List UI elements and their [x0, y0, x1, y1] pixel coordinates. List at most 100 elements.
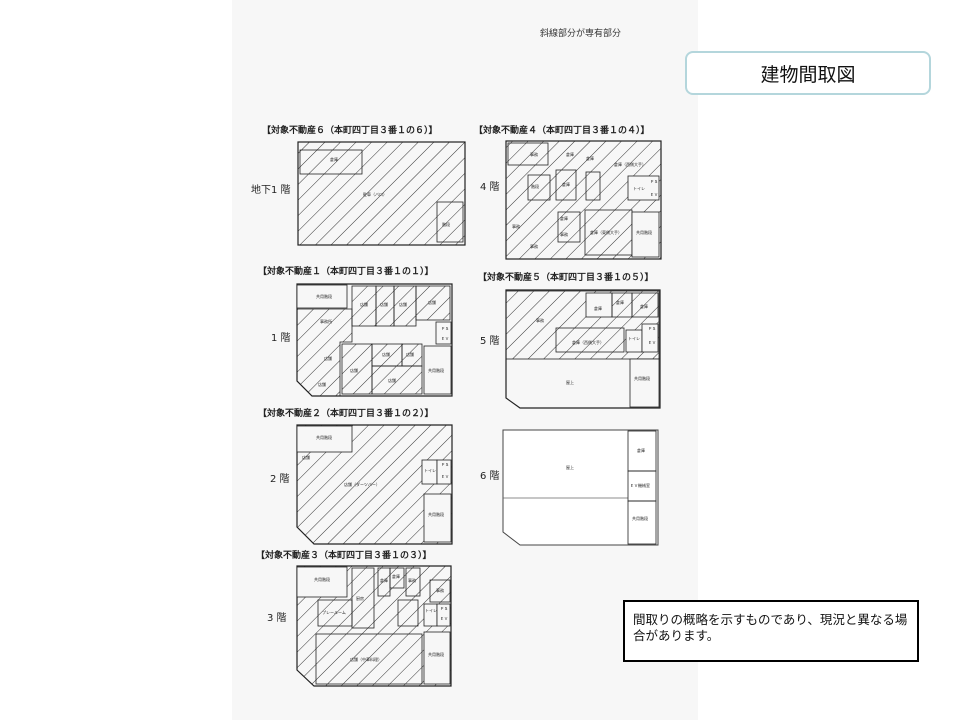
room-label: 共用階段 — [634, 375, 650, 381]
room-outline — [527, 174, 551, 201]
room-label: 倉庫 — [640, 303, 648, 309]
room-label: 駐車（バロ） — [363, 191, 387, 197]
room-outline — [415, 285, 451, 321]
floorplan-1f: 共用階段 店舗 店舗 店舗 店舗 事務所 ＰＳ ＥＶ 店舗 店舗 店舗 店舗 店… — [296, 283, 453, 397]
room-outline — [641, 323, 659, 353]
room-outline — [436, 459, 452, 485]
room-label: 店舗（ダーツバー） — [344, 481, 380, 487]
plan-heading: 【対象不動産２（本町四丁目３番１の２）】 — [258, 407, 434, 419]
floorplan-2f: 共用階段 店舗 店舗（ダーツバー） トイレ ＰＳ ＥＶ 共用階段 — [296, 424, 453, 545]
plan-heading: 【対象不動産３（本町四丁目３番１の３）】 — [256, 549, 432, 561]
room-label: 共用階段 — [428, 511, 444, 517]
room-outline — [299, 149, 363, 175]
room-label: 店舗 — [324, 355, 332, 361]
room-outline — [296, 425, 353, 453]
room-label: 倉庫 — [637, 447, 645, 453]
room-outline — [631, 211, 660, 258]
room-label: 店舗 — [302, 454, 310, 460]
room-outline — [557, 211, 581, 243]
room-label: 事務 — [436, 587, 444, 593]
room-label: 階段 — [442, 221, 450, 227]
disclaimer-box: 間取りの概略を示すものであり、現況と異なる場合があります。 — [623, 600, 919, 662]
room-label: 事務 — [560, 231, 568, 237]
floor-label: 1 階 — [271, 332, 291, 344]
room-outline — [631, 292, 659, 318]
room-label: ＰＳ — [648, 326, 656, 331]
room-outline — [625, 329, 643, 353]
room-label: 事務 — [530, 243, 538, 249]
floor-label: 4 階 — [480, 181, 500, 193]
room-label: 店舗 — [406, 351, 414, 357]
room-label: ＰＳ — [650, 179, 658, 184]
floorplan-b1: 倉庫 駐車（バロ） 階段 — [297, 141, 466, 246]
floor-label: 2 階 — [270, 473, 290, 485]
room-label: 店舗（中華料理） — [350, 656, 382, 662]
room-label: 店舗 — [382, 351, 390, 357]
room-label: 共用階段 — [428, 367, 444, 373]
plan-heading: 【対象不動産４（本町四丁目３番１の４）】 — [474, 124, 650, 136]
room-outline — [629, 358, 660, 408]
disclaimer-text: 間取りの概略を示すものであり、現況と異なる場合があります。 — [633, 612, 908, 643]
room-label: 事務所 — [320, 318, 332, 324]
room-label: 共用階段 — [316, 434, 332, 440]
room-label: 事務 — [512, 223, 520, 229]
room-outline — [296, 566, 348, 598]
room-label: ＥＶ — [440, 616, 448, 621]
room-outline — [627, 175, 660, 201]
room-label: 階段 — [531, 183, 539, 189]
room-outline — [423, 631, 451, 685]
room-label: ＥＶ — [650, 192, 658, 197]
room-label: 倉庫 — [330, 156, 338, 162]
room-label: 共用階段 — [316, 293, 332, 299]
room-label: 店舗 — [380, 301, 388, 307]
room-label: 倉庫（西側大手） — [572, 339, 604, 345]
room-label: 厨房 — [356, 595, 364, 601]
hatch-legend-note: 斜線部分が専有部分 — [540, 29, 622, 39]
room-outline — [371, 365, 423, 395]
room-label: ＰＳ — [440, 606, 448, 611]
room-label: 店舗 — [388, 377, 396, 383]
room-label: ＰＳ — [441, 326, 449, 331]
floor-label: 3 階 — [267, 612, 287, 624]
room-outline — [436, 603, 451, 627]
room-outline — [585, 171, 601, 201]
room-outline — [555, 169, 577, 201]
floor-label: 6 階 — [480, 470, 500, 482]
room-outline — [555, 327, 625, 353]
room-label: 共用階段 — [314, 576, 330, 582]
room-outline — [296, 284, 348, 309]
floorplan-3f: 共用階段 プレールーム 厨房 倉庫 倉庫 事務 トイレ ＰＳ ＥＶ 事務 共用階… — [296, 565, 452, 687]
room-label: ＥＶ機械室 — [630, 482, 650, 488]
room-label: 倉庫 — [562, 181, 570, 187]
room-label: 店舗 — [399, 301, 407, 307]
room-label: 事務 — [536, 317, 544, 323]
room-outline — [627, 500, 657, 545]
building-outline — [502, 429, 659, 546]
floorplan-6f: 屋上 倉庫 ＥＶ機械室 共用階段 — [502, 429, 659, 546]
room-label: 屋上 — [566, 464, 574, 470]
room-label: プレールーム — [322, 609, 346, 615]
room-outline — [435, 321, 452, 345]
room-label: トイレ — [425, 608, 437, 613]
room-outline — [436, 201, 464, 243]
room-outline — [351, 567, 375, 629]
room-outline — [585, 292, 613, 318]
room-label: 事務 — [408, 577, 416, 583]
room-label: 共用階段 — [428, 651, 444, 657]
room-label: ＥＶ — [441, 474, 449, 479]
room-label: ＥＶ — [441, 336, 449, 341]
plan-heading: 【対象不動産６（本町四丁目３番１の６）】 — [262, 124, 438, 136]
building-outline — [296, 424, 453, 545]
room-label: 店舗 — [428, 299, 436, 305]
room-outline — [351, 285, 377, 327]
room-label: 店舗 — [360, 301, 368, 307]
floor-label: 地下1 階 — [251, 183, 291, 196]
page-title-text: 建物間取図 — [760, 63, 856, 86]
page-title: 建物間取図 — [685, 51, 931, 95]
room-label: トイレ — [424, 468, 436, 473]
room-label: 倉庫（東側大手） — [590, 229, 622, 235]
room-outline — [397, 599, 419, 627]
room-label: 店舗 — [318, 381, 326, 387]
room-outline — [507, 142, 549, 166]
